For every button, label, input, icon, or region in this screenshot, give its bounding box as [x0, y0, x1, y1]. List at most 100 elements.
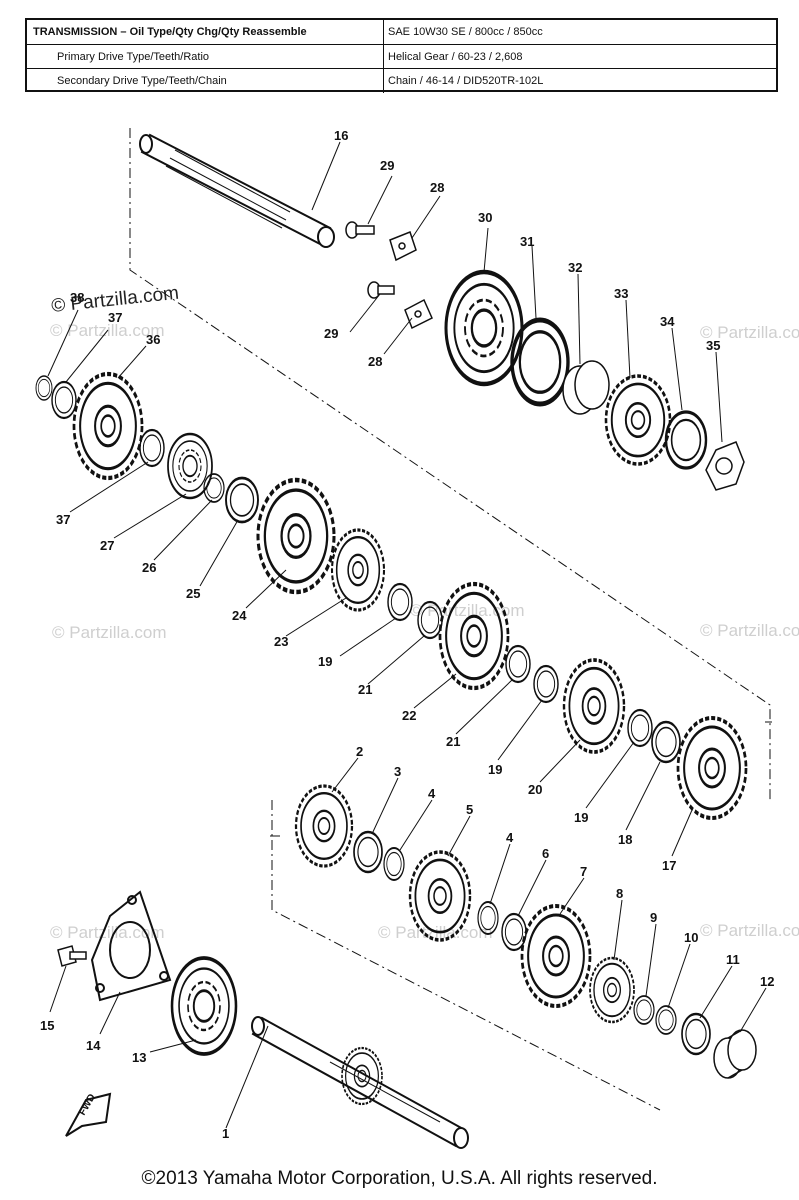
- collar-32: [562, 360, 610, 415]
- washer-3: [352, 830, 384, 874]
- exploded-parts-diagram: © Partzilla.com © Partzilla.com © Partzi…: [0, 100, 799, 1160]
- callout-4: 4: [428, 786, 436, 801]
- callout-38: 38: [70, 290, 84, 305]
- drive-sprocket-33: [604, 374, 672, 466]
- washer-19-b: [532, 664, 560, 704]
- lock-washer-34: [664, 410, 708, 470]
- watermark: © Partzilla.com: [700, 921, 799, 940]
- gear-24: [258, 480, 334, 592]
- gear-17: [676, 716, 748, 820]
- spec-label: TRANSMISSION – Oil Type/Qty Chg/Qty Reas…: [33, 26, 307, 38]
- gear-23: [330, 528, 386, 612]
- circlip-38: [35, 375, 53, 401]
- spec-value: Helical Gear / 60-23 / 2,608: [383, 45, 776, 69]
- circlip-4-a: [383, 847, 405, 881]
- washer-18: [650, 720, 682, 764]
- circlip-26: [203, 473, 225, 503]
- plate-28-top: [389, 231, 417, 262]
- callout-14: 14: [86, 1038, 101, 1053]
- gear-36: [74, 374, 142, 478]
- gear-20: [562, 658, 626, 754]
- main-shaft: [139, 133, 335, 248]
- nut-35: [705, 441, 745, 491]
- callout-4: 4: [506, 830, 514, 845]
- spec-label: Secondary Drive Type/Teeth/Chain: [57, 75, 227, 87]
- gear-8: [588, 956, 636, 1024]
- callout-6: 6: [542, 846, 549, 861]
- washer-37-bottom: [138, 428, 166, 468]
- callout-19: 19: [488, 762, 502, 777]
- callout-labels: 1 2 3 4 4 5 6 7 8 9 10 11 12 13 14 15 16…: [40, 128, 774, 1141]
- circlip-21-b: [504, 644, 532, 684]
- watermark: © Partzilla.com: [700, 323, 799, 342]
- callout-16: 16: [334, 128, 348, 143]
- callout-21: 21: [358, 682, 372, 697]
- callout-34: 34: [660, 314, 675, 329]
- callout-30: 30: [478, 210, 492, 225]
- callout-15: 15: [40, 1018, 54, 1033]
- callout-13: 13: [132, 1050, 146, 1065]
- spec-row: Primary Drive Type/Teeth/Ratio Helical G…: [27, 44, 776, 69]
- callout-12: 12: [760, 974, 774, 989]
- callout-32: 32: [568, 260, 582, 275]
- callout-24: 24: [232, 608, 247, 623]
- spec-row: Secondary Drive Type/Teeth/Chain Chain /…: [27, 68, 776, 93]
- spec-row: TRANSMISSION – Oil Type/Qty Chg/Qty Reas…: [27, 20, 776, 44]
- callout-29: 29: [380, 158, 394, 173]
- spec-value: Chain / 46-14 / DID520TR-102L: [383, 69, 776, 93]
- callout-1: 1: [222, 1126, 229, 1141]
- callout-7: 7: [580, 864, 587, 879]
- callout-37: 37: [108, 310, 122, 325]
- callout-21: 21: [446, 734, 460, 749]
- gear-22: [440, 584, 508, 688]
- callout-23: 23: [274, 634, 288, 649]
- watermark: © Partzilla.com: [52, 623, 167, 642]
- circlip-4-b: [477, 901, 499, 935]
- screw-29-bottom: [367, 281, 395, 299]
- callout-2: 2: [356, 744, 363, 759]
- callout-26: 26: [142, 560, 156, 575]
- fwd-arrow-icon: FWD: [65, 1092, 112, 1137]
- gear-2: [294, 784, 354, 868]
- oil-seal-31: [512, 320, 568, 404]
- callout-22: 22: [402, 708, 416, 723]
- circlip-21-a: [416, 600, 444, 640]
- needle-bearing-12: [713, 1029, 757, 1079]
- washer-9: [633, 995, 655, 1025]
- screw-29-top: [345, 221, 375, 239]
- bearing-plate-14: [90, 890, 172, 1002]
- spec-table: TRANSMISSION – Oil Type/Qty Chg/Qty Reas…: [25, 18, 778, 93]
- callout-27: 27: [100, 538, 114, 553]
- callout-11: 11: [726, 952, 740, 967]
- callout-3: 3: [394, 764, 401, 779]
- washer-6: [500, 912, 528, 952]
- spec-value: SAE 10W30 SE / 800cc / 850cc: [383, 20, 776, 44]
- washer-11: [680, 1012, 712, 1056]
- watermark: © Partzilla.com: [50, 923, 165, 942]
- callout-28: 28: [368, 354, 382, 369]
- callout-17: 17: [662, 858, 676, 873]
- watermark: © Partzilla.com: [700, 621, 799, 640]
- callout-28: 28: [430, 180, 444, 195]
- bearing-13: [170, 956, 238, 1056]
- callout-29: 29: [324, 326, 338, 341]
- callout-35: 35: [706, 338, 720, 353]
- callout-31: 31: [520, 234, 534, 249]
- callout-5: 5: [466, 802, 473, 817]
- callout-33: 33: [614, 286, 628, 301]
- washer-37-top: [50, 380, 78, 420]
- washer-25: [224, 476, 260, 524]
- washer-19-c: [626, 708, 654, 748]
- callout-37: 37: [56, 512, 70, 527]
- callout-9: 9: [650, 910, 657, 925]
- watermark: © Partzilla.com: [410, 601, 525, 620]
- assembly-outline: [129, 128, 772, 1111]
- copyright-notice: ©2013 Yamaha Motor Corporation, U.S.A. A…: [141, 1168, 658, 1189]
- counter-shaft: [251, 1016, 469, 1149]
- callout-10: 10: [684, 930, 698, 945]
- bolt-15: [57, 945, 87, 967]
- callout-19: 19: [574, 810, 588, 825]
- callout-36: 36: [146, 332, 160, 347]
- gear-7: [520, 904, 592, 1008]
- callout-8: 8: [616, 886, 623, 901]
